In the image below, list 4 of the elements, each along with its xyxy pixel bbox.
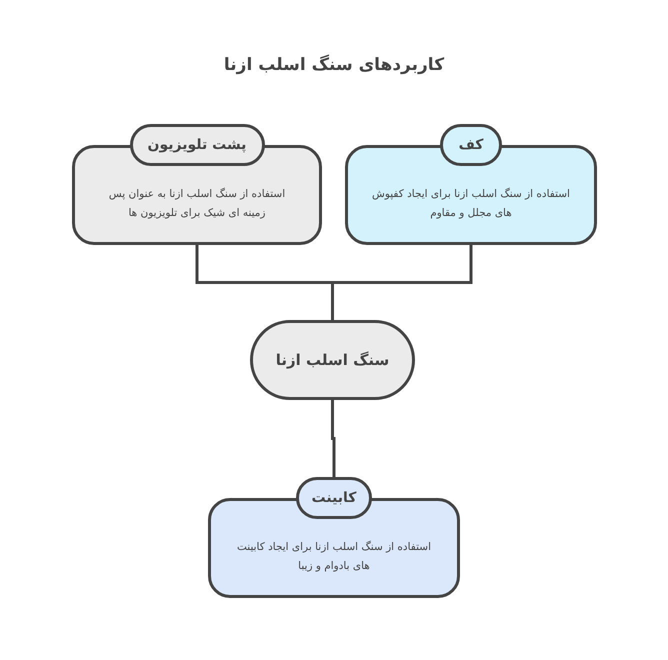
rounded-box: سنگ اسلب ازنا <box>250 320 415 400</box>
heading-pill: پشت تلویزیون <box>130 124 264 166</box>
title: کاربردهای سنگ اسلب ازنا <box>222 55 446 75</box>
connector <box>331 400 336 477</box>
